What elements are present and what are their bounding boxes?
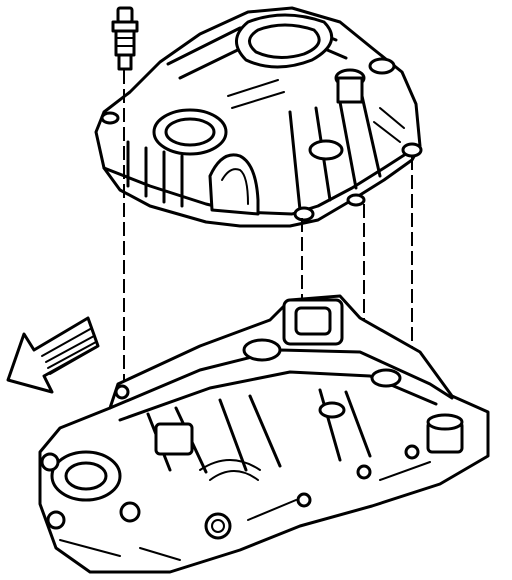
upper-intake-manifold [94, 6, 423, 228]
front-direction-arrow [6, 316, 100, 394]
lower-intake-manifold [38, 294, 490, 574]
fastener-stud [111, 6, 139, 71]
